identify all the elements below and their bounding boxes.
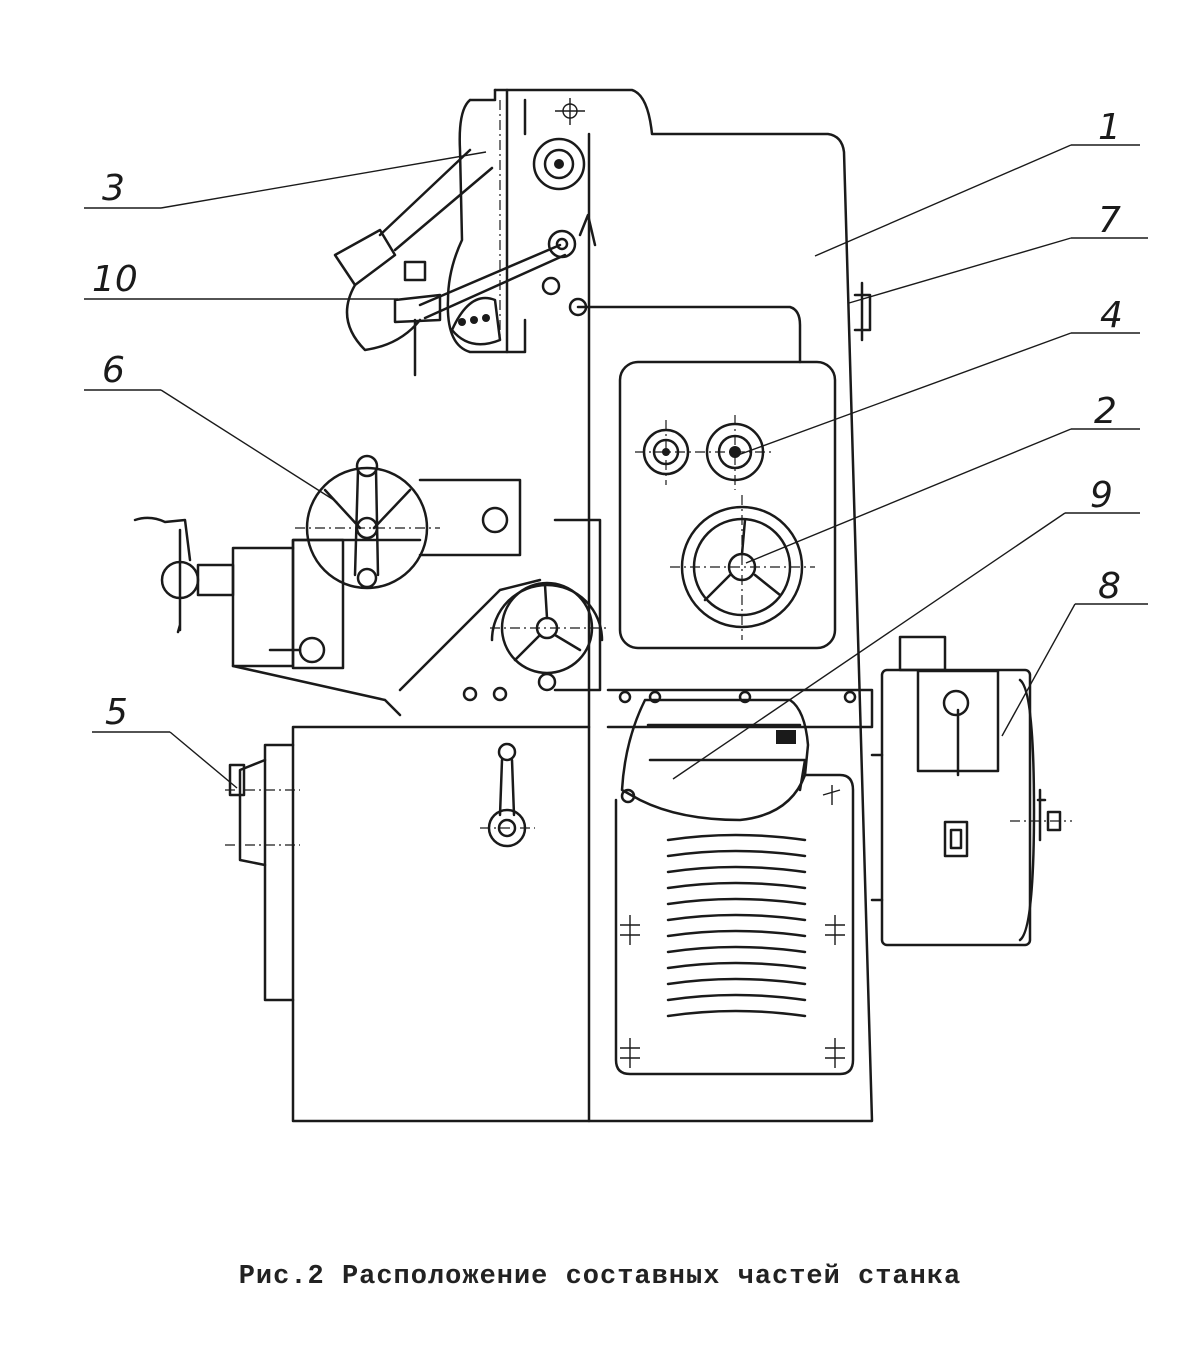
callout-label: 1 (1098, 107, 1121, 148)
callout-4: 4 (737, 295, 1140, 456)
spindle-head (333, 98, 802, 377)
callout-label: 8 (1098, 566, 1121, 607)
callout-label: 5 (105, 692, 128, 733)
callout-7: 7 (848, 200, 1148, 304)
callout-1: 1 (814, 107, 1140, 257)
handwheel (462, 581, 610, 702)
callout-5: 5 (92, 692, 238, 789)
figure-caption: Рис.2 Расположение составных частей стан… (238, 1262, 962, 1292)
callout-label: 6 (102, 350, 125, 391)
callout-2: 2 (745, 391, 1140, 564)
control-panel (618, 360, 837, 650)
callout-label: 7 (1098, 200, 1121, 241)
callout-8: 8 (1001, 566, 1148, 737)
callout-label: 9 (1090, 475, 1113, 516)
callout-label: 4 (1100, 295, 1123, 336)
callout-label: 3 (102, 168, 125, 209)
callout-9: 9 (672, 475, 1140, 780)
callout-3: 3 (84, 151, 487, 209)
machine-base (225, 688, 874, 1002)
motor-cover (620, 698, 810, 822)
lower-door (614, 773, 855, 1076)
callout-label: 10 (92, 259, 138, 300)
machine-column (291, 88, 874, 1123)
callout-10: 10 (84, 259, 398, 300)
callout-6: 6 (84, 350, 338, 503)
louvres (666, 833, 807, 1018)
callout-label: 2 (1094, 391, 1117, 432)
feed-table (133, 454, 602, 717)
motor-box (853, 281, 1072, 947)
